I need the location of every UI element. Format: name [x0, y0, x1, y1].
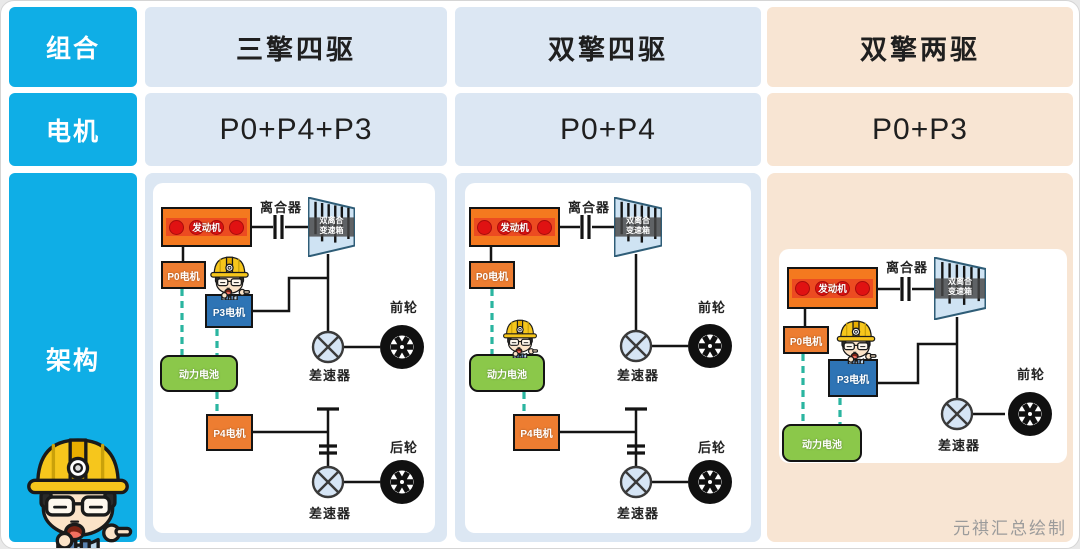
gearbox-label-line2: 变速箱	[319, 225, 344, 235]
front-wheel-label: 前轮	[1016, 367, 1045, 382]
watermark-credit: 元祺汇总绘制	[953, 519, 1067, 538]
gearbox-label-line1: 双离合	[948, 276, 972, 286]
engine-cylinder-icon	[854, 280, 870, 296]
clutch-label: 离合器	[885, 260, 928, 275]
motor-cell-col2: P0+P4	[455, 93, 761, 166]
engine-band	[473, 218, 556, 236]
combo-cell-col2: 双擎四驱	[455, 7, 761, 87]
combo-cell-col3: 双擎两驱	[767, 7, 1073, 87]
battery-box: 动力电池	[469, 354, 545, 392]
differential-label: 差速器	[308, 506, 351, 521]
row-header-combo-label: 组合	[45, 35, 100, 63]
gearbox: 双离合 变速箱	[934, 257, 986, 320]
gearbox-label: 双离合 变速箱	[308, 216, 355, 237]
engine-cylinder-icon	[169, 219, 185, 235]
gearbox-label-line1: 双离合	[319, 215, 344, 225]
engineer-character	[21, 421, 135, 548]
front-wheel-label: 前轮	[697, 300, 726, 315]
gearbox: 双离合 变速箱	[308, 197, 355, 257]
engineer-character	[834, 314, 878, 364]
front-wheel-label: 前轮	[389, 300, 418, 315]
gearbox-label: 双离合 变速箱	[934, 277, 986, 298]
motor-cell-col3: P0+P3	[767, 93, 1073, 166]
gearbox: 双离合 变速箱	[614, 197, 662, 257]
engine-cylinder-icon	[497, 219, 513, 235]
engine-cylinder-icon	[189, 219, 205, 235]
differential-label: 差速器	[616, 368, 659, 383]
gearbox-shape-icon	[614, 197, 662, 257]
engine-cylinder-icon	[208, 219, 224, 235]
column1-motors: P0+P4+P3	[219, 112, 373, 146]
engine-label: 发动机	[818, 284, 847, 295]
clutch-label: 离合器	[259, 200, 302, 215]
battery-box: 动力电池	[160, 355, 238, 392]
gearbox-label-line2: 变速箱	[948, 286, 972, 296]
column3-motors: P0+P3	[872, 112, 968, 146]
engine-label: 发动机	[192, 223, 221, 234]
differential-label: 差速器	[308, 368, 351, 383]
clutch-label: 离合器	[567, 200, 610, 215]
p4-motor-box: P4电机	[206, 414, 253, 451]
gearbox-shape-icon	[308, 197, 355, 257]
p0-motor-box: P0电机	[783, 326, 829, 354]
engine-cylinder-icon	[536, 219, 552, 235]
p0-motor-box: P0电机	[161, 261, 206, 289]
p3-motor-box: P3电机	[828, 359, 878, 397]
engine-band	[165, 218, 248, 236]
differential-label: 差速器	[937, 438, 980, 453]
engineer-character	[501, 314, 539, 358]
engine-cylinder-icon	[477, 219, 493, 235]
engine-box: 发动机	[469, 207, 560, 247]
rear-wheel-label: 后轮	[697, 440, 726, 455]
engine-cylinder-icon	[228, 219, 244, 235]
row-header-motor-label: 电机	[45, 117, 100, 146]
gearbox-label: 双离合 变速箱	[614, 216, 662, 237]
differential-label: 差速器	[616, 506, 659, 521]
column3-title: 双擎两驱	[860, 34, 980, 65]
engine-box: 发动机	[787, 267, 878, 309]
column2-motors: P0+P4	[560, 112, 656, 146]
combo-cell-col1: 三擎四驱	[145, 7, 447, 87]
column1-title: 三擎四驱	[236, 34, 356, 65]
gearbox-label-line2: 变速箱	[626, 225, 650, 235]
battery-box: 动力电池	[782, 424, 862, 462]
gearbox-label-line1: 双离合	[626, 215, 650, 225]
engine-cylinder-icon	[815, 280, 831, 296]
engineer-character	[207, 250, 252, 300]
engine-band	[791, 278, 874, 298]
engine-box: 发动机	[161, 207, 252, 247]
gearbox-shape-icon	[934, 257, 986, 320]
engine-label: 发动机	[500, 223, 529, 234]
engine-cylinder-icon	[834, 280, 850, 296]
engine-cylinder-icon	[795, 280, 811, 296]
motor-cell-col1: P0+P4+P3	[145, 93, 447, 166]
column2-title: 双擎四驱	[548, 34, 668, 65]
row-header-combo: 组合	[9, 7, 137, 87]
rear-wheel-label: 后轮	[389, 440, 418, 455]
p4-motor-box: P4电机	[513, 414, 560, 451]
row-header-motor: 电机	[9, 93, 137, 166]
engine-cylinder-icon	[516, 219, 532, 235]
p0-motor-box: P0电机	[469, 261, 515, 289]
row-header-arch-label: 架构	[45, 347, 100, 375]
